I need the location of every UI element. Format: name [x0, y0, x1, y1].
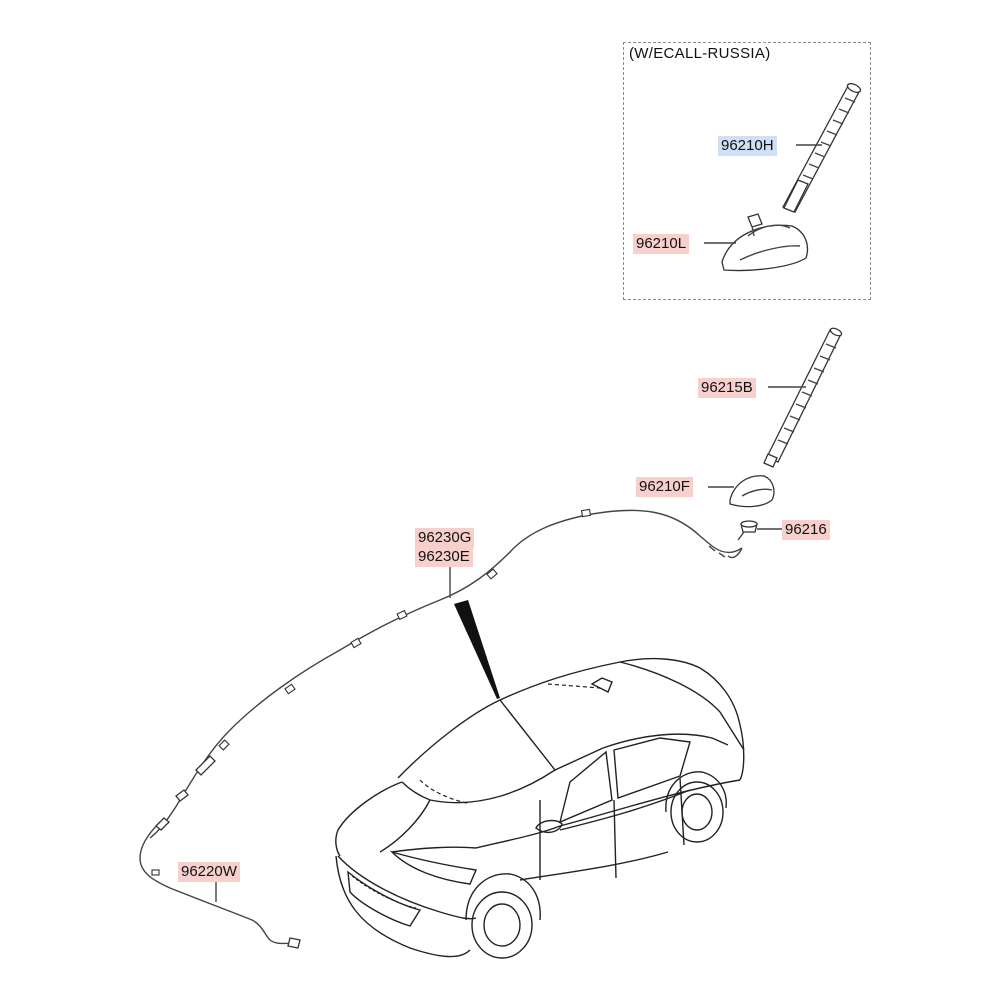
pillar-antenna-cable[interactable]: [139, 817, 301, 949]
part-label-96230E[interactable]: 96230E: [415, 547, 473, 567]
antenna-base[interactable]: [729, 475, 775, 508]
part-label-96220W[interactable]: 96220W: [178, 862, 240, 882]
antenna-nut[interactable]: [740, 520, 758, 533]
ecall-antenna-rod[interactable]: [782, 82, 862, 213]
variant-box-title: (W/ECALL-RUSSIA): [629, 45, 771, 62]
part-label-96216[interactable]: 96216: [782, 520, 830, 540]
roof-antenna-feeder-cable[interactable]: [149, 508, 745, 839]
part-label-96230G[interactable]: 96230G: [415, 528, 475, 548]
part-label-96210F[interactable]: 96210F: [636, 477, 693, 497]
part-label-96210H[interactable]: 96210H: [718, 136, 777, 156]
part-label-96215B[interactable]: 96215B: [698, 378, 756, 398]
variant-box-frame: [623, 42, 871, 300]
part-label-96210L[interactable]: 96210L: [633, 234, 690, 254]
sedan-car-illustration: [335, 657, 745, 959]
ecall-antenna-base[interactable]: [721, 213, 809, 272]
antenna-rod[interactable]: [763, 327, 843, 468]
pointer-wedge: [454, 600, 500, 699]
